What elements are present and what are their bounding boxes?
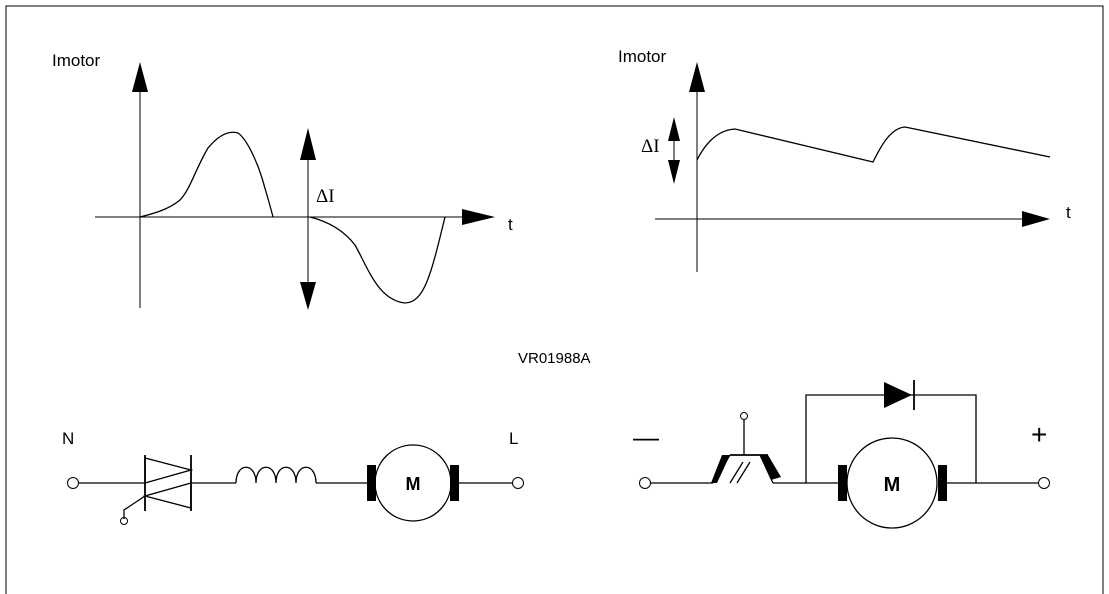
- ac-left-terminal-label: N: [62, 429, 74, 448]
- inductor-coil: [235, 466, 317, 484]
- switch-transistor-symbol: [711, 412, 838, 484]
- left-y-axis-arrow: [132, 62, 148, 92]
- left-x-axis-label: t: [508, 215, 513, 234]
- right-delta-arrow-up: [668, 117, 680, 141]
- left-y-axis-label: Imotor: [52, 51, 101, 70]
- right-x-axis-arrow: [1022, 211, 1050, 227]
- ac-right-terminal: [512, 477, 524, 489]
- dc-motor-armature: [846, 437, 938, 529]
- dc-motor-brush-left: [838, 465, 847, 501]
- right-x-axis-label: t: [1066, 203, 1071, 222]
- left-waveform-graph: Imotor t ΔI: [52, 51, 513, 310]
- left-delta-arrow-down: [300, 282, 316, 310]
- right-delta-label: ΔI: [641, 136, 660, 157]
- ac-motor-symbol: M: [367, 444, 459, 522]
- figure-code: VR01988A: [518, 350, 591, 367]
- ac-left-terminal: [67, 477, 79, 489]
- right-y-axis-arrow: [689, 62, 705, 92]
- triac-symbol: [120, 455, 236, 525]
- ac-motor-armature: [374, 444, 452, 522]
- left-waveform-positive-half: [139, 131, 274, 218]
- right-delta-arrow-down: [668, 160, 680, 184]
- dc-left-terminal: [639, 477, 651, 489]
- ac-motor-brush-right: [450, 465, 459, 501]
- right-ripple-waveform: [696, 126, 1051, 163]
- dc-right-terminal-label: +: [1031, 419, 1047, 450]
- dc-motor-circuit: — + M: [633, 380, 1050, 529]
- dc-motor-symbol: M: [838, 437, 947, 529]
- dc-left-terminal-label: —: [633, 422, 659, 452]
- dc-motor-brush-right: [938, 465, 947, 501]
- figure-frame: [5, 5, 1104, 594]
- left-x-axis-arrow: [462, 209, 495, 225]
- dc-motor-label: M: [884, 474, 901, 496]
- freewheel-diode-symbol: [805, 380, 977, 483]
- left-delta-label: ΔI: [316, 186, 335, 207]
- left-waveform-negative-half: [309, 216, 446, 304]
- left-delta-arrow-up: [300, 128, 316, 160]
- right-waveform-graph: Imotor t ΔI: [618, 47, 1071, 272]
- ac-motor-brush-left: [367, 465, 376, 501]
- right-y-axis-label: Imotor: [618, 47, 667, 66]
- ac-motor-circuit: N L M: [62, 429, 524, 525]
- dc-right-terminal: [1038, 477, 1050, 489]
- ac-right-terminal-label: L: [509, 429, 518, 448]
- ac-motor-label: M: [406, 474, 421, 494]
